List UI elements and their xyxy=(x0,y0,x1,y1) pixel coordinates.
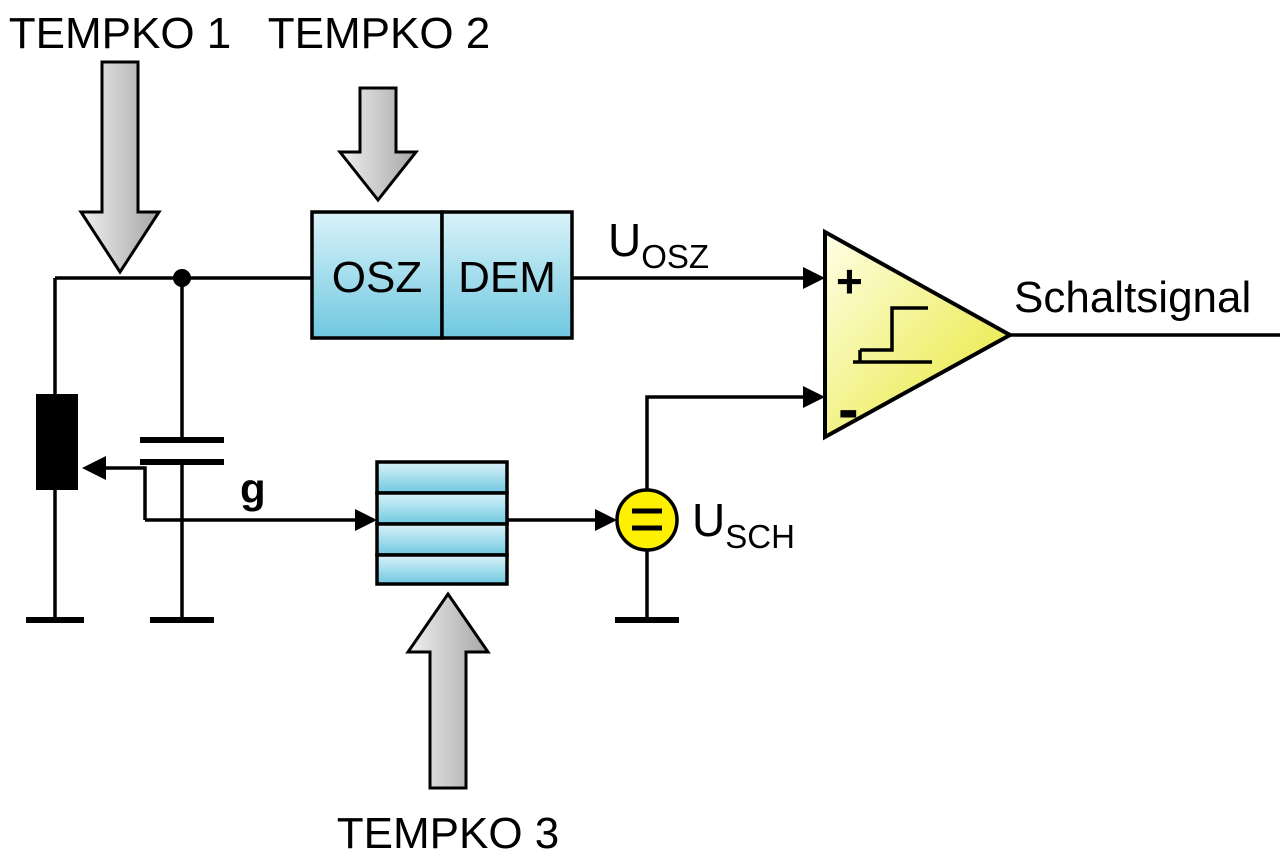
g-label: g xyxy=(240,465,266,512)
u-osz-label: UOSZ xyxy=(608,214,709,275)
dem-box xyxy=(440,210,574,340)
tempko1-label: TEMPKO 1 xyxy=(9,9,232,58)
comparator-triangle xyxy=(823,228,1015,441)
osz-label: OSZ xyxy=(332,253,422,302)
wires xyxy=(53,276,1280,620)
comparator: + - xyxy=(823,228,1015,444)
dem-label: DEM xyxy=(458,253,556,302)
arrowhead-into-filter xyxy=(355,509,377,531)
wire-wiper xyxy=(106,466,147,520)
arrowhead-wiper xyxy=(82,456,106,480)
potentiometer xyxy=(36,394,78,490)
junction-dot xyxy=(173,269,191,287)
comparator-minus-label: - xyxy=(838,375,859,444)
capacitor xyxy=(140,437,224,465)
tempko-arrows xyxy=(78,60,491,790)
filter-stripe xyxy=(375,522,509,557)
wire-source-to-minus xyxy=(645,395,803,490)
comparator-plus-label: + xyxy=(836,255,863,307)
arrow-down-tempko1-icon xyxy=(78,60,162,275)
hysteresis-icon xyxy=(853,306,932,364)
filter-stripe xyxy=(375,460,509,495)
filter-stripe xyxy=(375,491,509,526)
arrow-down-tempko2-icon xyxy=(336,86,420,203)
arrowhead-plus-input xyxy=(803,267,825,289)
filter-stripe xyxy=(375,553,509,586)
filter-block xyxy=(375,460,509,586)
arrowhead-into-source xyxy=(595,509,617,531)
arrow-up-tempko3-icon xyxy=(405,591,491,790)
tempko3-label: TEMPKO 3 xyxy=(337,809,560,858)
arrowheads xyxy=(82,267,825,531)
tempko2-label: TEMPKO 2 xyxy=(268,9,491,58)
osz-dem-block: OSZ DEM xyxy=(310,210,574,340)
dc-source xyxy=(615,488,679,552)
schaltsignal-label: Schaltsignal xyxy=(1014,273,1251,322)
arrowhead-minus-input xyxy=(803,386,825,408)
u-sch-label: USCH xyxy=(692,494,795,555)
text-labels: TEMPKO 1 TEMPKO 2 TEMPKO 3 UOSZ USCH g S… xyxy=(9,9,1252,858)
dc-source-circle xyxy=(615,488,679,552)
